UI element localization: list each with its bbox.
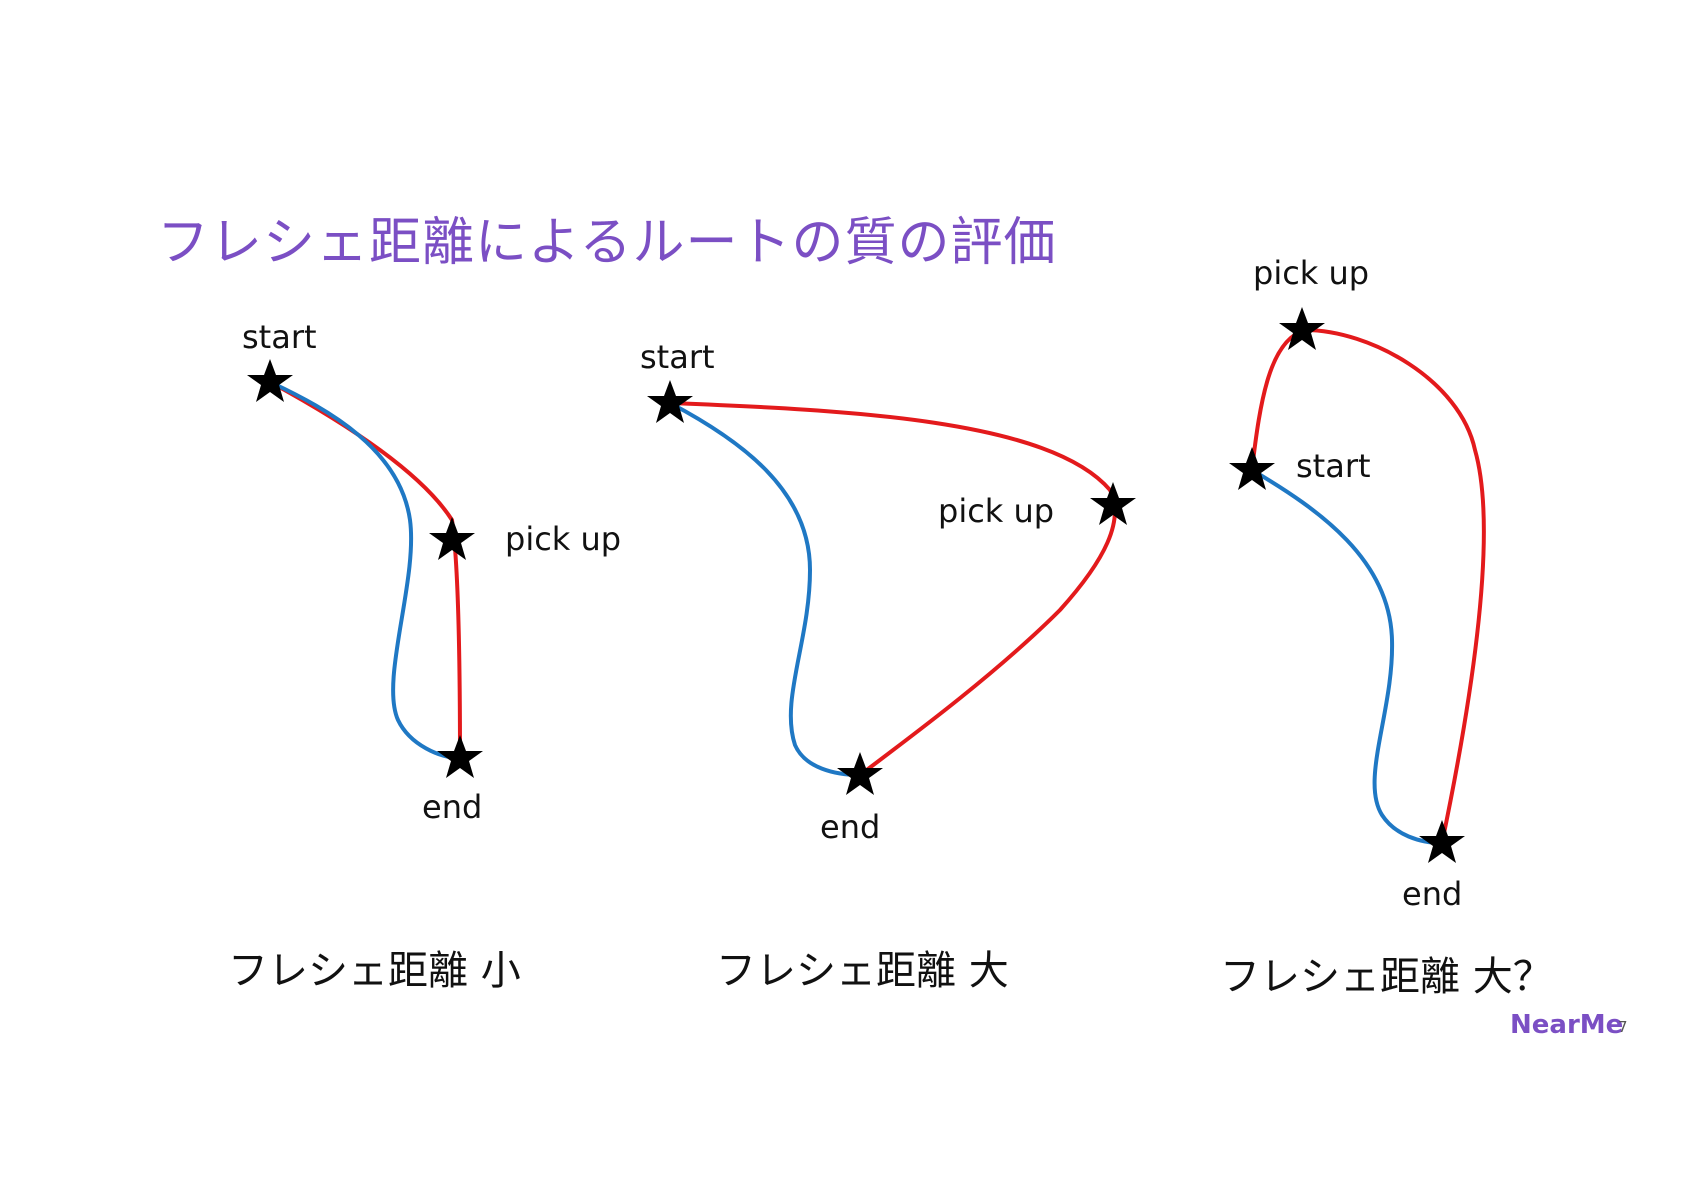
panel-2-start-star-icon — [647, 380, 693, 423]
panel-2-red-route — [668, 401, 1117, 777]
panel-3-red-route — [1250, 327, 1486, 845]
panel-2-pickup-label: pick up — [938, 492, 1054, 530]
panel-3-pickup-label: pick up — [1253, 254, 1369, 292]
panel-1-pickup-label: pick up — [505, 520, 621, 558]
panel-2-end-label: end — [820, 808, 880, 846]
panel-2-start-label: start — [640, 338, 715, 376]
panel-1: start pick up end — [242, 318, 621, 826]
panel-1-caption: フレシェ距離 小 — [228, 948, 521, 994]
panel-3-start-star-icon — [1229, 447, 1275, 490]
slide-title: フレシェ距離によるルートの質の評価 — [157, 213, 1057, 273]
panel-3-caption: フレシェ距離 大？ — [1220, 954, 1553, 1000]
panel-1-blue-route — [268, 380, 462, 760]
panel-1-end-label: end — [422, 788, 482, 826]
panel-1-start-label: start — [242, 318, 317, 356]
panel-3-end-label: end — [1402, 875, 1462, 913]
panel-1-start-star-icon — [247, 359, 293, 402]
panel-2-blue-route — [668, 401, 862, 777]
panel-3-blue-route — [1250, 468, 1444, 845]
page-number: 7 — [1618, 1018, 1628, 1036]
panel-3: pick up start end — [1229, 254, 1486, 913]
panel-2-caption: フレシェ距離 大 — [716, 948, 1009, 994]
panel-3-start-label: start — [1296, 447, 1371, 485]
panel-1-pickup-star-icon — [429, 517, 475, 560]
panel-2: start pick up end — [640, 338, 1136, 846]
brand-logo: NearMe — [1510, 1010, 1624, 1040]
